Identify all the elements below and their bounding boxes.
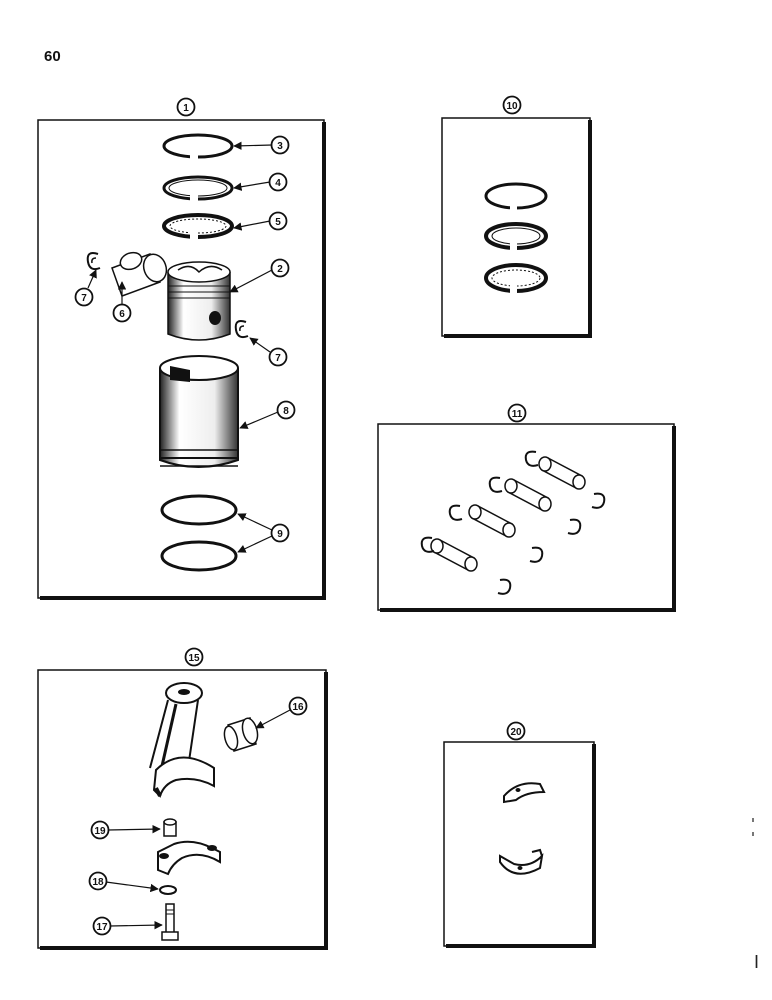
callout-9: 9 (237, 513, 290, 553)
pin-kit-pin (430, 538, 478, 572)
cylinder-sleeve (159, 355, 239, 468)
callout-4: 4 (233, 172, 288, 192)
callout-18: 18 (88, 871, 159, 893)
svg-text:5: 5 (275, 217, 281, 228)
callout-16: 16 (255, 696, 308, 729)
svg-text:8: 8 (283, 406, 289, 417)
o-ring-upper (160, 494, 238, 526)
svg-text:7: 7 (275, 353, 281, 364)
ring-set-ring-bottom (484, 263, 548, 293)
scan-speck (752, 832, 754, 836)
svg-text:19: 19 (94, 826, 106, 837)
pin-kit-pin (538, 456, 586, 490)
panel-piston-assembly (37, 119, 326, 600)
connecting-rod (149, 682, 215, 798)
bearing-half-lower (499, 848, 544, 875)
ring-set-ring-middle (484, 222, 548, 250)
callout-17: 17 (92, 916, 163, 936)
rod-bolt (161, 903, 179, 941)
panel-ring-set (441, 117, 592, 338)
callout-1: 1 (176, 97, 196, 117)
callout-10: 10 (502, 95, 522, 115)
svg-text:10: 10 (506, 101, 518, 112)
callout-20: 20 (506, 721, 526, 741)
callout-5: 5 (233, 211, 288, 231)
svg-text:4: 4 (275, 178, 281, 189)
svg-text:11: 11 (512, 409, 523, 420)
svg-text:6: 6 (119, 309, 125, 320)
ring-set-ring-top (484, 182, 548, 210)
panel-connecting-rod (37, 669, 328, 950)
svg-text:15: 15 (188, 653, 200, 664)
svg-text:17: 17 (96, 922, 108, 933)
pin-kit-pin (468, 504, 516, 538)
piston-ring-5 (162, 213, 234, 240)
callout-15: 15 (184, 647, 204, 667)
o-ring-lower (160, 540, 238, 572)
piston (167, 261, 231, 341)
pin-kit-pin (504, 478, 552, 512)
panel-bearing-set (443, 741, 596, 948)
svg-text:18: 18 (92, 877, 104, 888)
callout-8: 8 (239, 400, 296, 429)
piston-ring-3 (162, 133, 234, 160)
callout-7-right: 7 (249, 337, 288, 367)
snap-ring-right (234, 320, 249, 339)
margin-mark: I (754, 952, 760, 972)
callout-2: 2 (229, 258, 290, 293)
svg-text:9: 9 (277, 529, 283, 540)
callout-6: 6 (112, 281, 132, 323)
snap-ring-left (86, 252, 101, 271)
bearing-half-upper (503, 782, 546, 804)
dowel-sleeve (163, 818, 177, 837)
washer (159, 885, 177, 895)
callout-11: 11 (507, 403, 527, 423)
callout-7-left: 7 (74, 269, 97, 307)
svg-text:20: 20 (510, 727, 522, 738)
svg-text:1: 1 (183, 103, 189, 114)
svg-text:7: 7 (81, 293, 87, 304)
connecting-rod-cap (157, 840, 221, 876)
piston-pin (111, 251, 168, 297)
page-number: 60 (44, 48, 61, 65)
callout-3: 3 (233, 135, 290, 155)
callout-19: 19 (90, 820, 161, 840)
panel-pin-kit (377, 423, 676, 612)
svg-text:3: 3 (277, 141, 283, 152)
piston-pin-bushing (223, 717, 259, 752)
svg-text:16: 16 (292, 702, 304, 713)
scan-speck (752, 818, 754, 822)
pin-kit-snap-rings (420, 450, 606, 595)
svg-text:2: 2 (277, 264, 283, 275)
piston-ring-4 (162, 175, 234, 202)
